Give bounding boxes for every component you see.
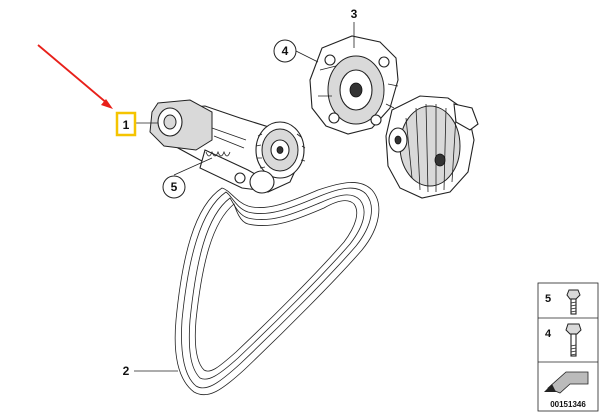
callout-leaders [134, 22, 355, 372]
bolt-icon [566, 289, 581, 315]
fastener-row-5-label: 5 [545, 293, 551, 305]
callout-3-label: 3 [351, 7, 358, 21]
callout-5[interactable]: 5 [162, 175, 186, 199]
bolt-icon [565, 323, 582, 357]
alternator-bracket-illustration [309, 35, 399, 135]
fastener-row-4[interactable]: 4 [545, 323, 582, 357]
belt-tensioner-illustration [149, 99, 306, 194]
callout-4[interactable]: 4 [273, 39, 297, 63]
callout-5-label: 5 [171, 180, 178, 194]
callout-1[interactable]: 1 [115, 111, 137, 137]
fastener-table: 5 4 00151346 [537, 282, 599, 412]
ribbed-v-belt-illustration [174, 182, 380, 396]
callout-1-label: 1 [123, 118, 130, 132]
callout-2[interactable]: 2 [123, 364, 130, 378]
reference-arrow-icon [541, 366, 595, 394]
alternator-illustration [385, 95, 479, 199]
fastener-row-5[interactable]: 5 [545, 289, 581, 315]
fastener-row-4-label: 4 [545, 328, 552, 340]
image-code: 00151346 [550, 400, 586, 409]
callout-3[interactable]: 3 [351, 7, 358, 21]
red-pointer-arrow [37, 44, 113, 109]
callout-2-label: 2 [123, 364, 130, 378]
callout-4-label: 4 [282, 44, 289, 58]
